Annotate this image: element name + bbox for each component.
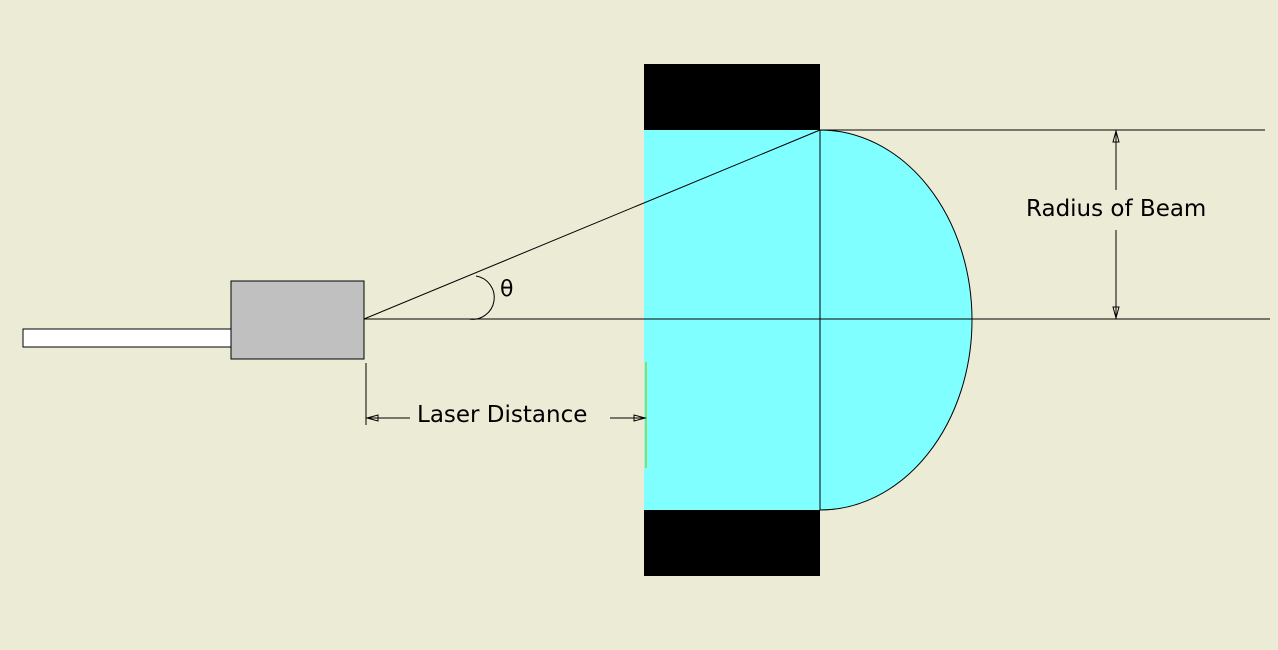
housing-top: [644, 64, 820, 130]
laser-rod: [22, 328, 232, 348]
beam-rect: [644, 130, 820, 510]
theta-label: θ: [500, 277, 513, 302]
laser-distance-label: Laser Distance: [417, 402, 587, 428]
laser-distance-arrow-left: [365, 414, 379, 422]
theta-arc: [468, 275, 495, 320]
laser-distance-arrow-right: [633, 414, 647, 422]
housing-bottom: [644, 510, 820, 576]
beam-semicircle: [819, 129, 973, 511]
radius-arrow-bottom: [1112, 306, 1120, 320]
radius-of-beam-label: Radius of Beam: [1026, 196, 1206, 222]
radius-arrow-top: [1112, 129, 1120, 143]
beam-edge-line: [363, 129, 821, 320]
laser-body: [230, 280, 365, 360]
